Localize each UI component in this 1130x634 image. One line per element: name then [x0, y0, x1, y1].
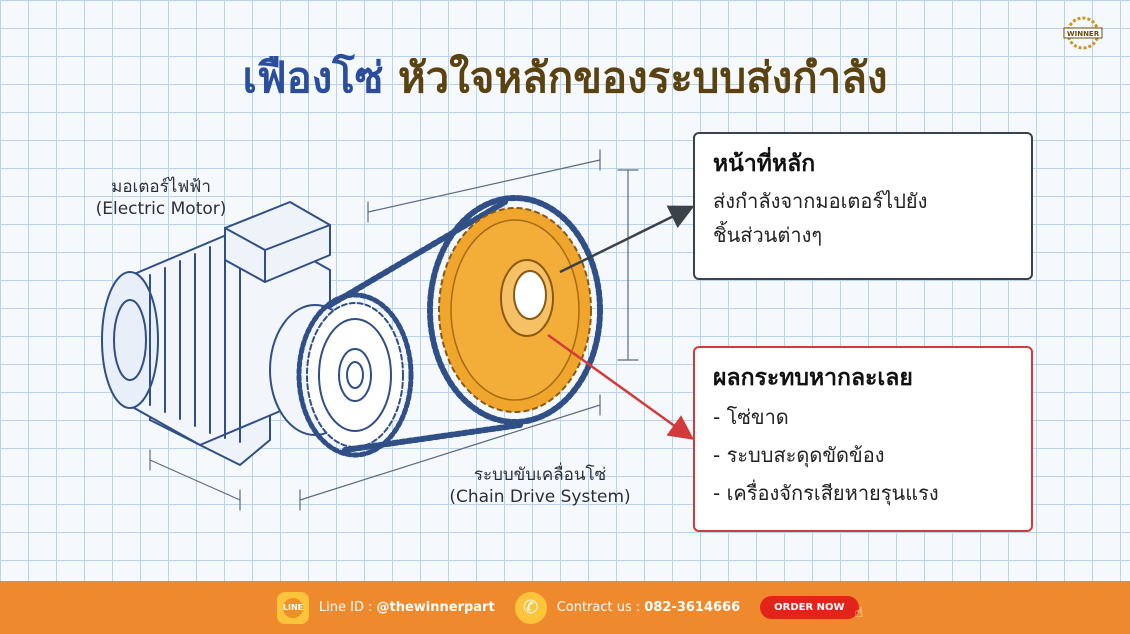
- main-function-heading: หน้าที่หลัก: [713, 151, 816, 177]
- pointer-cursor-icon: ☝: [854, 604, 864, 621]
- footer-bar: LINE Line ID : @thewinnerpart ✆ Contract…: [0, 581, 1130, 634]
- title-part-2: หัวใจหลักของระบบส่งกำลัง: [397, 53, 888, 102]
- failure-item: - โซ่ขาด: [713, 405, 789, 429]
- failure-item: - ระบบสะดุดขัดข้อง: [713, 443, 885, 467]
- winner-logo: WINNER: [1063, 16, 1103, 50]
- page-title: เฟืองโซ่ หัวใจหลักของระบบส่งกำลัง: [0, 52, 1130, 104]
- phone-icon: ✆: [514, 591, 547, 624]
- contact-value: 082-3614666: [644, 600, 741, 615]
- failure-item: - เครื่องจักรเสียหายรุนแรง: [713, 481, 939, 505]
- title-part-1: เฟืองโซ่: [242, 53, 384, 102]
- line-id-label: Line ID :: [318, 600, 373, 615]
- phone-contact[interactable]: ✆ Contract us : 082-3614666: [514, 591, 741, 624]
- failure-effects-box: ผลกระทบหากละเลย - โซ่ขาด - ระบบสะดุดขัดข…: [693, 346, 1033, 532]
- main-function-line-1: ส่งกำลังจากมอเตอร์ไปยัง: [713, 189, 928, 213]
- chain-drive-illustration: [101, 149, 639, 511]
- failure-heading: ผลกระทบหากละเลย: [713, 365, 913, 391]
- motor-label-th: มอเตอร์ไฟฟ้า: [111, 177, 211, 197]
- chain-label: ระบบขับเคลื่อนโซ่ (Chain Drive System): [440, 464, 640, 508]
- chain-label-en: (Chain Drive System): [449, 487, 631, 507]
- logo-text: WINNER: [1067, 30, 1100, 38]
- main-function-line-2: ชิ้นส่วนต่างๆ: [713, 223, 823, 247]
- line-app-icon: LINE: [276, 591, 309, 624]
- contact-label: Contract us :: [556, 600, 641, 615]
- chain-label-th: ระบบขับเคลื่อนโซ่: [473, 465, 607, 485]
- order-now-button[interactable]: ORDER NOW: [760, 596, 859, 619]
- line-contact[interactable]: LINE Line ID : @thewinnerpart: [276, 591, 495, 624]
- motor-label-en: (Electric Motor): [95, 199, 227, 219]
- failure-list: - โซ่ขาด - ระบบสะดุดขัดข้อง - เครื่องจัก…: [713, 398, 1013, 512]
- motor-label: มอเตอร์ไฟฟ้า (Electric Motor): [76, 176, 246, 220]
- main-function-box: หน้าที่หลัก ส่งกำลังจากมอเตอร์ไปยัง ชิ้น…: [693, 132, 1033, 280]
- line-id-value: @thewinnerpart: [376, 600, 495, 615]
